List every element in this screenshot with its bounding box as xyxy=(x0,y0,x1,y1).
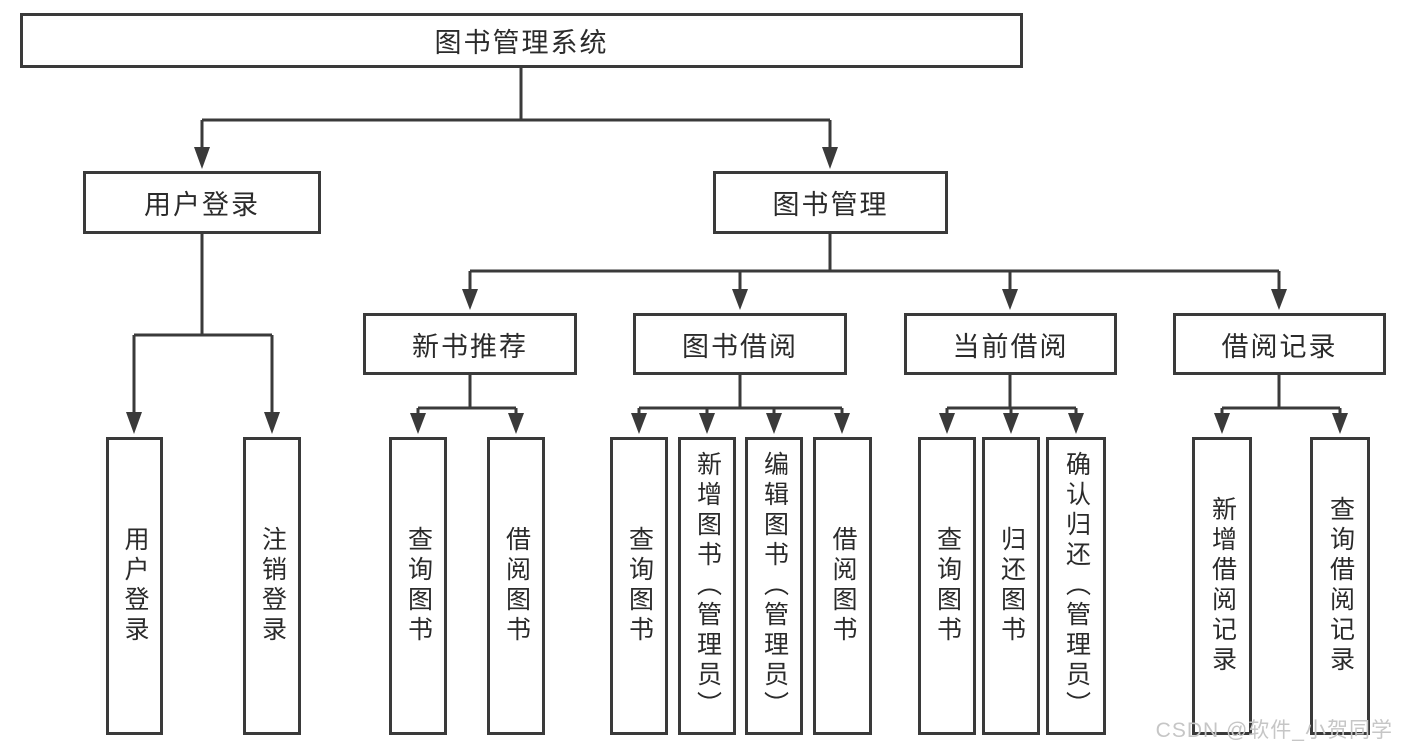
arrow-down-icon xyxy=(126,412,280,434)
leaf-query-borrow-record: 查询借阅记录 xyxy=(1310,437,1370,735)
leaf-edit-book-admin: 编辑图书（管理员） xyxy=(745,437,803,735)
node-book-management: 图书管理 xyxy=(713,171,948,234)
edge-group-book-borrowing xyxy=(631,375,850,434)
arrow-down-icon xyxy=(1214,413,1348,434)
leaf-confirm-return-admin: 确认归还（管理员） xyxy=(1046,437,1106,735)
edge-group-user-login xyxy=(126,234,280,434)
leaf-add-borrow-record: 新增借阅记录 xyxy=(1192,437,1252,735)
leaf-logout: 注销登录 xyxy=(243,437,301,735)
node-borrowing-records: 借阅记录 xyxy=(1173,313,1386,375)
edge-group-book-mgmt xyxy=(462,234,1287,310)
node-book-borrowing: 图书借阅 xyxy=(633,313,847,375)
watermark: CSDN @软件_小贺同学 xyxy=(1155,719,1393,742)
edge-line xyxy=(468,234,1281,289)
node-library-management-system: 图书管理系统 xyxy=(20,13,1023,68)
node-current-borrowing: 当前借阅 xyxy=(904,313,1117,375)
arrow-down-icon xyxy=(462,289,1287,310)
edge-group-root xyxy=(194,68,838,169)
arrow-down-icon xyxy=(194,147,838,169)
node-user-login: 用户登录 xyxy=(83,171,321,234)
leaf-user-login: 用户登录 xyxy=(106,437,163,735)
edge-line xyxy=(1220,375,1342,413)
leaf-return-books: 归还图书 xyxy=(982,437,1040,735)
edge-group-new-book xyxy=(410,375,524,434)
arrow-down-icon xyxy=(939,413,1084,434)
node-new-book-recommendation: 新书推荐 xyxy=(363,313,577,375)
leaf-query-books-recommend: 查询图书 xyxy=(389,437,447,735)
arrow-down-icon xyxy=(631,413,850,434)
arrow-down-icon xyxy=(410,413,524,434)
edge-line xyxy=(416,375,518,413)
edge-line xyxy=(945,375,1078,413)
edge-line xyxy=(132,234,274,412)
leaf-borrow-books-recommend: 借阅图书 xyxy=(487,437,545,735)
edge-group-current-borrowing xyxy=(939,375,1084,434)
leaf-borrow-books: 借阅图书 xyxy=(813,437,872,735)
leaf-query-books-current: 查询图书 xyxy=(918,437,976,735)
leaf-add-book-admin: 新增图书（管理员） xyxy=(678,437,736,735)
edge-group-borrowing-records xyxy=(1214,375,1348,434)
leaf-query-books-borrowing: 查询图书 xyxy=(610,437,668,735)
edge-line xyxy=(637,375,844,413)
edge-line xyxy=(200,68,832,147)
